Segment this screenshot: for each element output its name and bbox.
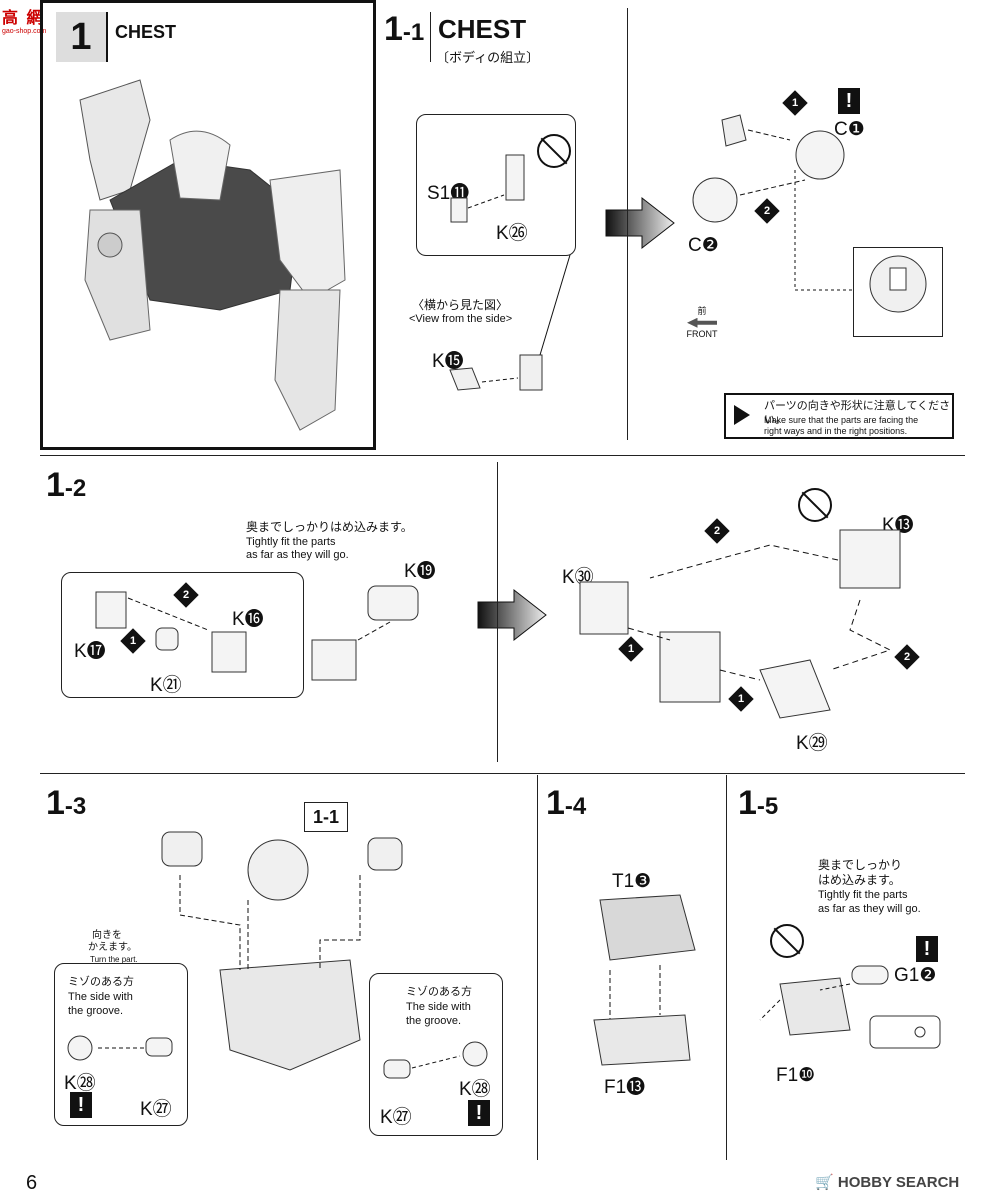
notice-en-1: Make sure that the parts are facing the — [764, 415, 918, 426]
section-number: 1 — [56, 12, 106, 62]
k-parts-drawing-1-2b — [570, 520, 930, 730]
detail-callout-drawing — [862, 254, 934, 326]
part-f1-1-4: F1⓭ — [604, 1072, 645, 1099]
section-number-box: 1 — [56, 12, 108, 62]
no-glue-icon-1-5 — [770, 924, 804, 958]
front-jp: 前 — [683, 306, 721, 317]
part-c2: C❷ — [688, 234, 719, 257]
notice-arrow-icon — [734, 405, 750, 425]
turn-jp-2: かえます。 — [88, 942, 137, 954]
front-arrow-icon — [687, 318, 717, 328]
front-en: FRONT — [683, 329, 721, 340]
f1-g1-drawing — [760, 960, 960, 1060]
fit-jp-1-5-2: はめ込みます。 — [818, 873, 901, 888]
groove-right-drawing — [380, 1034, 500, 1084]
ref-1-1: 1-1 — [305, 803, 347, 831]
hobby-search-logo: 🛒 HOBBY SEARCH — [815, 1173, 959, 1191]
t1-f1-drawing — [590, 890, 700, 1070]
groove-en-right-2: the groove. — [406, 1015, 461, 1029]
big-arrow-1 — [606, 198, 676, 248]
fit-en-1-2-a: Tightly fit the parts — [246, 536, 335, 550]
step-1-1-title: CHEST — [438, 14, 526, 45]
fit-jp-1-5-1: 奥までしっかり — [818, 858, 902, 873]
cart-icon: 🛒 — [815, 1174, 834, 1191]
groove-left-drawing — [66, 1030, 186, 1070]
part-k27-left: K㉗ — [140, 1094, 172, 1121]
step-1-5-number: 1-5 — [738, 786, 778, 820]
part-k27-right: K㉗ — [380, 1102, 412, 1129]
side-view-jp: 〈横から見た図〉 — [412, 298, 508, 313]
step-1-1-number: 1-1 — [384, 12, 424, 46]
front-indicator: 前 FRONT — [683, 306, 721, 340]
big-arrow-2 — [478, 590, 548, 640]
fit-jp-1-2: 奥までしっかりはめ込みます。 — [246, 520, 413, 535]
fit-en-1-5-2: as far as they will go. — [818, 903, 921, 917]
side-view-en: <View from the side> — [409, 313, 512, 327]
caution-icon-right: ! — [468, 1100, 490, 1126]
step-1-2-number: 1-2 — [46, 468, 86, 502]
ref-1-1-box: 1-1 — [304, 802, 348, 832]
k15-drawing — [450, 350, 550, 400]
s1-part-drawing — [446, 150, 546, 230]
callout-dashes — [790, 170, 860, 320]
groove-en-left-1: The side with — [68, 991, 133, 1005]
turn-jp-1: 向きを — [92, 930, 122, 942]
part-k19: K⓳ — [404, 556, 436, 583]
chest-photo — [70, 80, 350, 440]
groove-jp-right: ミゾのある方 — [406, 986, 472, 1000]
groove-jp-left: ミゾのある方 — [68, 976, 134, 990]
section-title: CHEST — [115, 22, 176, 43]
notice-box: パーツの向きや形状に注意してください。 Make sure that the p… — [724, 393, 954, 439]
no-glue-icon-1-2 — [798, 488, 832, 522]
part-f1-1-5: F1❿ — [776, 1064, 815, 1087]
fit-en-1-5-1: Tightly fit the parts — [818, 889, 907, 903]
notice-en-2: right ways and in the right positions. — [764, 426, 907, 437]
caution-icon-1-5: ! — [916, 936, 938, 962]
caution-icon-left: ! — [70, 1092, 92, 1118]
part-k29: K㉙ — [796, 728, 828, 755]
groove-en-left-2: the groove. — [68, 1005, 123, 1019]
fit-en-1-2-b: as far as they will go. — [246, 549, 349, 563]
step-1-1-jp-subtitle: 〔ボディの組立〕 — [436, 50, 539, 66]
part-k28-left: K㉘ — [64, 1068, 96, 1095]
k-parts-drawing-1-2 — [90, 580, 420, 690]
groove-en-right-1: The side with — [406, 1001, 471, 1015]
step-1-4-number: 1-4 — [546, 786, 586, 820]
brand-name: HOBBY SEARCH — [838, 1174, 959, 1191]
step-1-3-number: 1-3 — [46, 786, 86, 820]
page-number: 6 — [26, 1172, 37, 1195]
